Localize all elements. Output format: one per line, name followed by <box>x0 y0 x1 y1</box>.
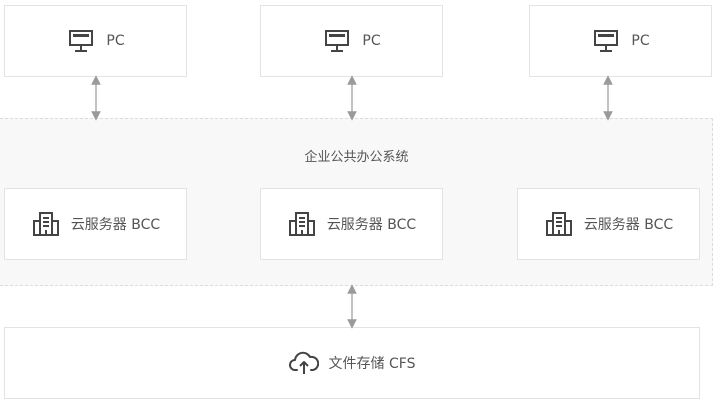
pc-node-label: PC <box>362 33 381 49</box>
pc-node-3: PC <box>529 5 712 77</box>
cloud-upload-icon <box>288 348 319 378</box>
server-node-label: 云服务器 BCC <box>326 217 417 233</box>
monitor-icon <box>66 26 96 56</box>
building-icon <box>287 209 317 239</box>
server-node-2: 云服务器 BCC <box>260 188 443 260</box>
storage-node: 文件存储 CFS <box>4 327 700 399</box>
server-node-label: 云服务器 BCC <box>70 217 161 233</box>
pc-node-1: PC <box>4 5 187 77</box>
server-node-3: 云服务器 BCC <box>517 188 700 260</box>
pc-node-label: PC <box>631 33 650 49</box>
pc-node-label: PC <box>106 33 125 49</box>
server-node-1: 云服务器 BCC <box>4 188 187 260</box>
monitor-icon <box>591 26 621 56</box>
monitor-icon <box>322 26 352 56</box>
pc-node-2: PC <box>260 5 443 77</box>
building-icon <box>544 209 574 239</box>
office-system-title: 企业公共办公系统 <box>304 150 409 165</box>
building-icon <box>31 209 61 239</box>
server-node-label: 云服务器 BCC <box>583 217 674 233</box>
storage-node-label: 文件存储 CFS <box>328 356 416 372</box>
